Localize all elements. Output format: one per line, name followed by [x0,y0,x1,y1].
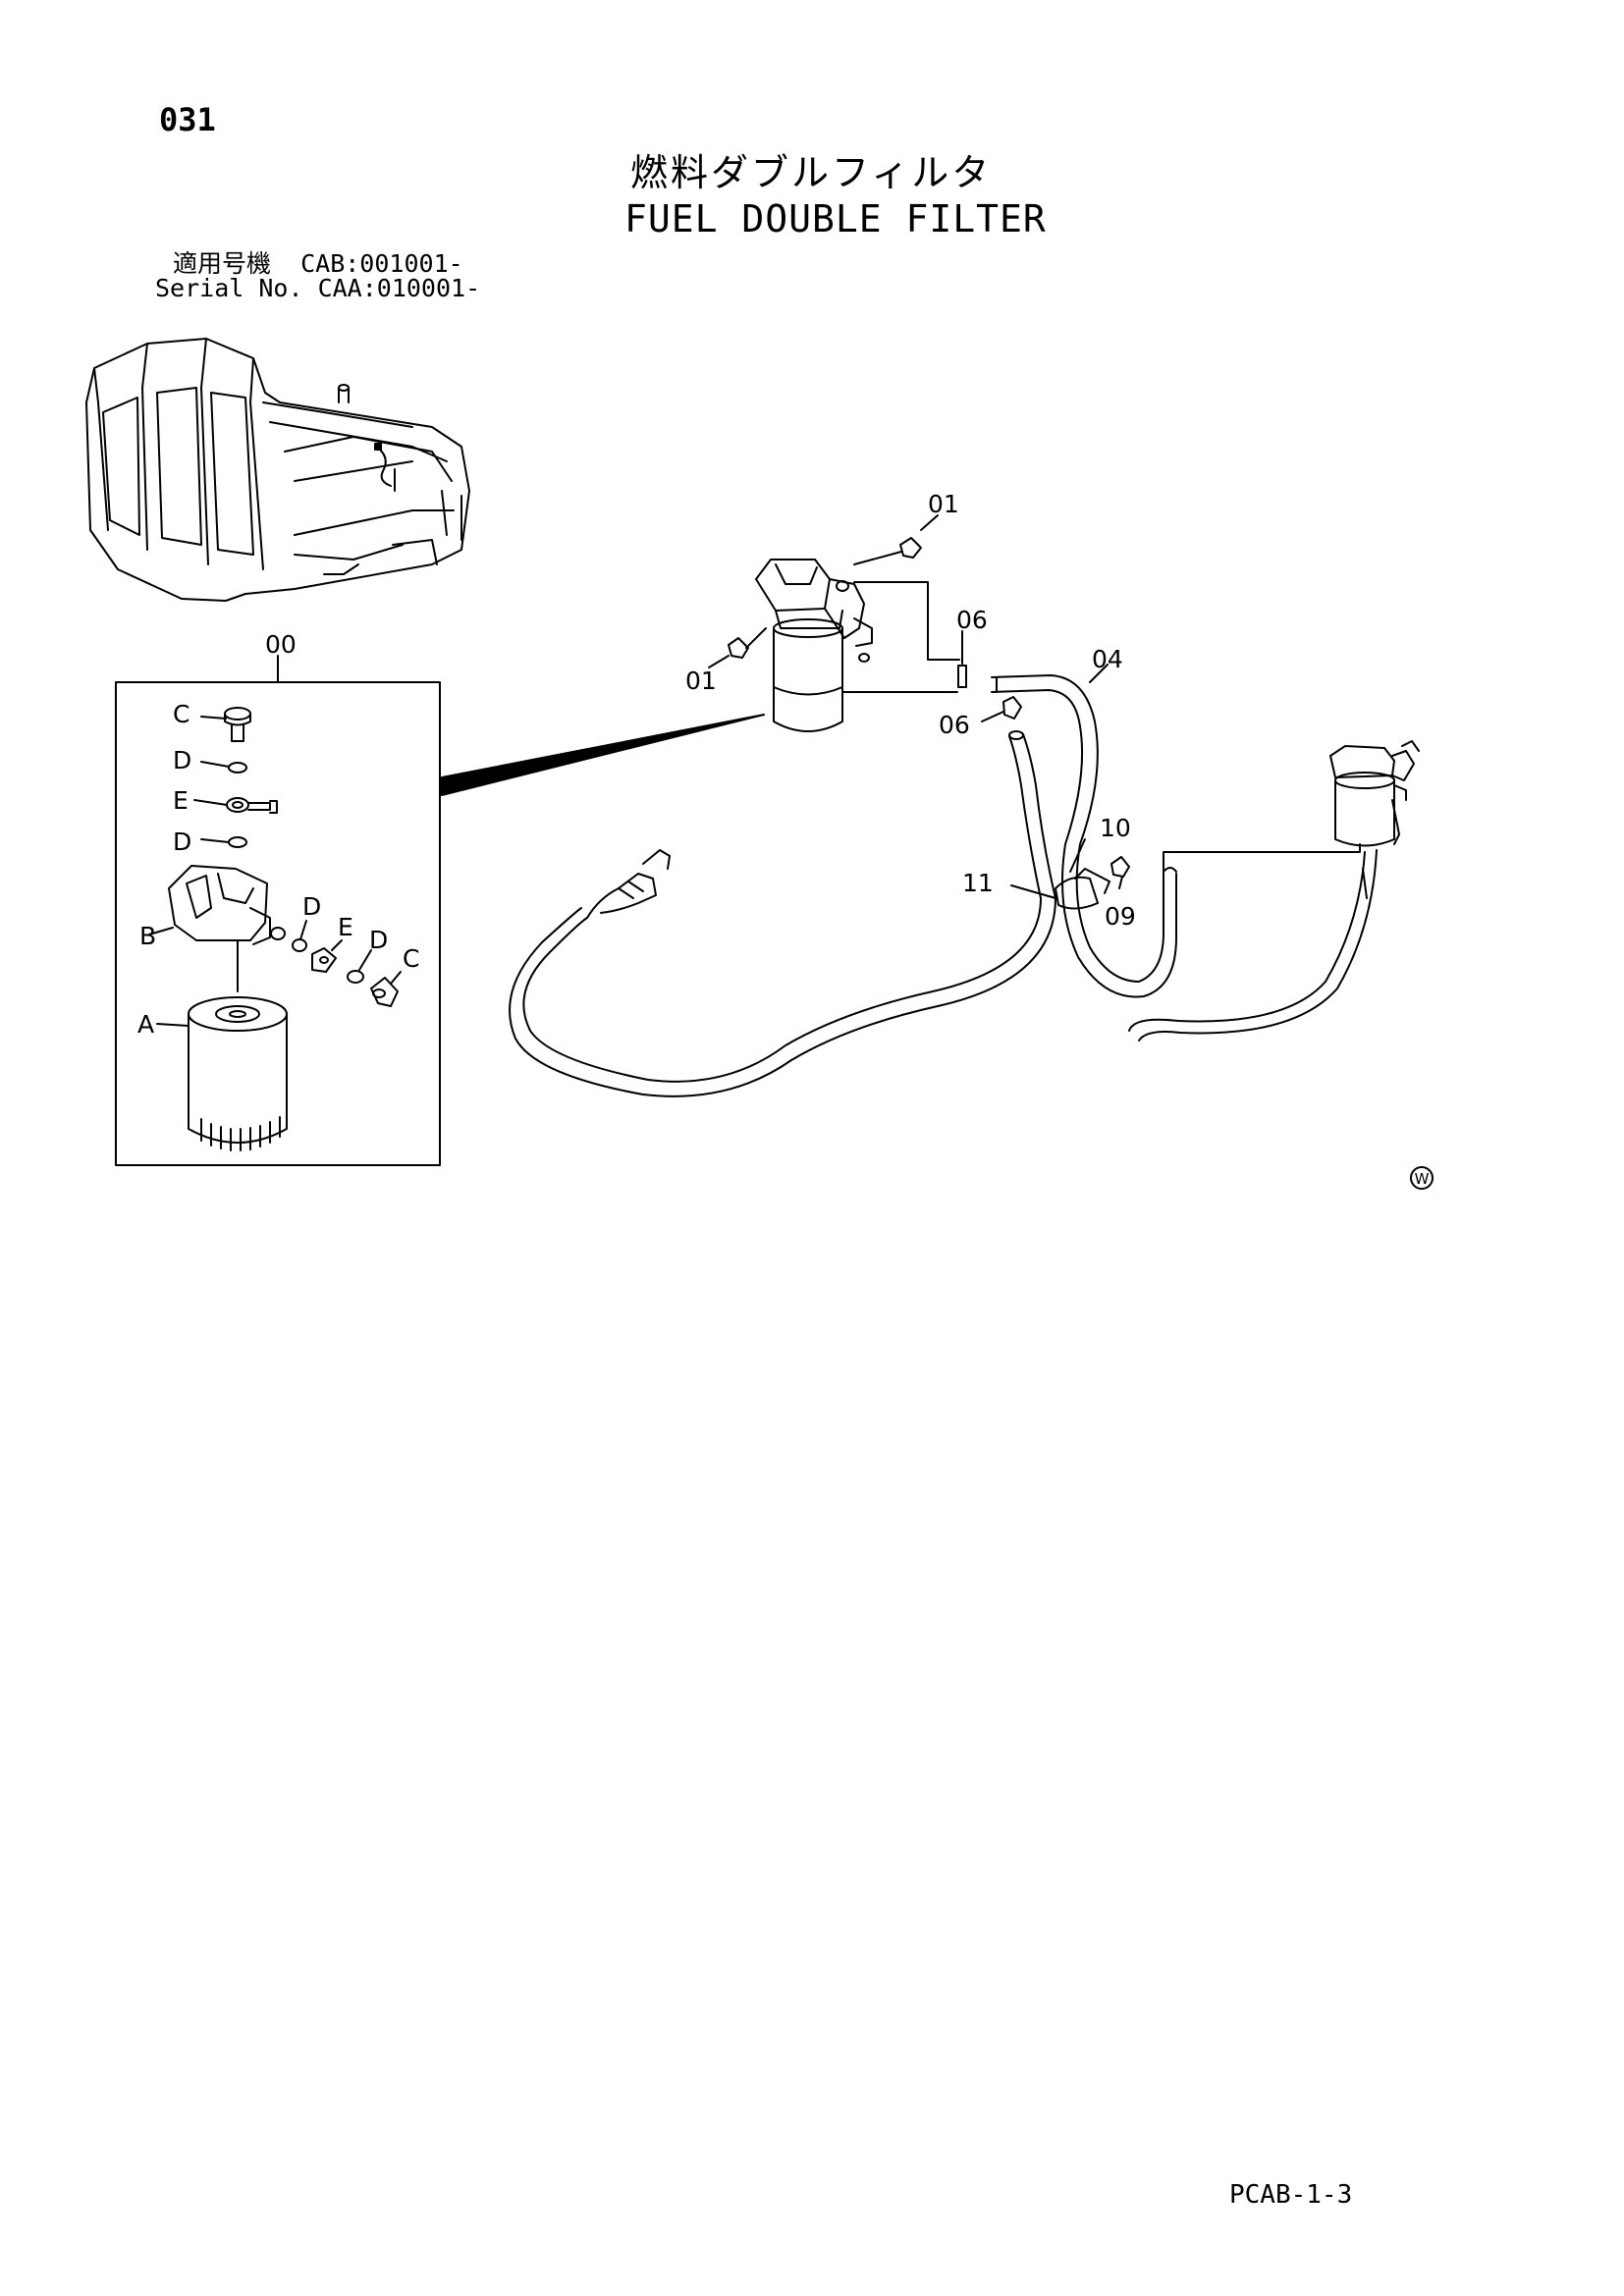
label-bolt-09: 09 [1105,902,1136,931]
detail-pointer [441,714,765,796]
main-filter [708,514,1022,732]
label-part-e-1: E [173,786,189,815]
detail-box [115,681,441,1166]
label-band-11: 11 [962,869,994,897]
serial-applicable: 適用号機 CAB:001001- [173,249,463,278]
page-title-jp: 燃料ダブルフィルタ [630,151,993,194]
label-part-b: B [139,922,156,950]
w-mark [1410,1166,1434,1190]
label-part-d-4: D [369,926,388,954]
right-filter [1128,740,1420,1041]
excavator-overview [85,338,470,602]
label-part-d-2: D [173,828,191,856]
label-assembly-00: 00 [265,630,297,659]
footer-code: PCAB-1-3 [1229,2180,1353,2210]
label-fitting-06-lower: 06 [939,711,970,739]
label-part-a: A [137,1010,154,1039]
label-clamp-10: 10 [1100,814,1131,842]
serial-number: Serial No. CAA:010001- [155,274,481,302]
page-number: 031 [159,101,216,138]
exploded-parts [148,707,402,1151]
label-bolt-01-top: 01 [928,490,959,518]
label-part-d-3: D [302,892,321,921]
page-title-en: FUEL DOUBLE FILTER [624,197,1047,240]
label-part-d-1: D [173,746,191,774]
label-part-c-right: C [403,944,419,973]
label-bolt-01-left: 01 [685,667,717,695]
label-hose-04: 04 [1092,645,1123,673]
label-part-c-top: C [173,700,189,728]
fuel-hoses [509,664,1361,1097]
label-fitting-06-upper: 06 [956,606,988,634]
label-part-e-2: E [338,913,353,941]
w-mark-letter: W [1415,1170,1430,1188]
